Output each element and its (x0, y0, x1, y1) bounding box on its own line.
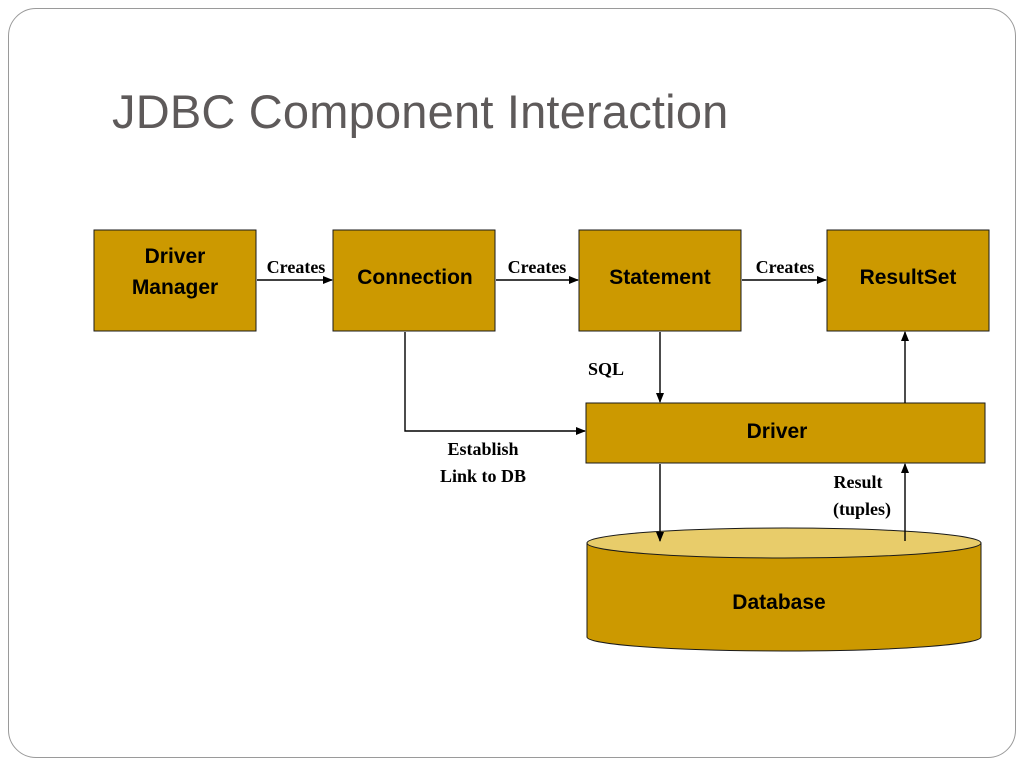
statement-label: Statement (609, 266, 711, 289)
connection-node: Connection (332, 229, 496, 332)
resultset-node: ResultSet (826, 229, 990, 332)
edge-label-statement-to-resultset: Creates (756, 257, 815, 277)
driver-label: Driver (747, 420, 808, 443)
edge-label-establish-line2: Link to DB (440, 466, 526, 486)
edge-label-connection-to-statement: Creates (508, 257, 567, 277)
edge-label-sql: SQL (588, 359, 624, 379)
edge-label-result-line2: (tuples) (833, 499, 891, 520)
resultset-label: ResultSet (860, 266, 957, 289)
database-node: Database (586, 527, 982, 652)
edge-label-dm-to-connection: Creates (267, 257, 326, 277)
driver-manager-node: Driver Manager (93, 229, 257, 332)
statement-node: Statement (578, 229, 742, 332)
driver-node: Driver (585, 402, 986, 464)
slide-title: JDBC Component Interaction (112, 85, 729, 138)
driver-manager-label-line1: Driver (145, 245, 206, 268)
database-label: Database (732, 591, 825, 614)
driver-manager-label-line2: Manager (132, 276, 218, 299)
edge-label-result-line1: Result (834, 472, 883, 492)
connection-label: Connection (357, 266, 473, 289)
arrow-connection-to-driver (404, 332, 586, 435)
edge-label-establish-line1: Establish (447, 439, 518, 459)
